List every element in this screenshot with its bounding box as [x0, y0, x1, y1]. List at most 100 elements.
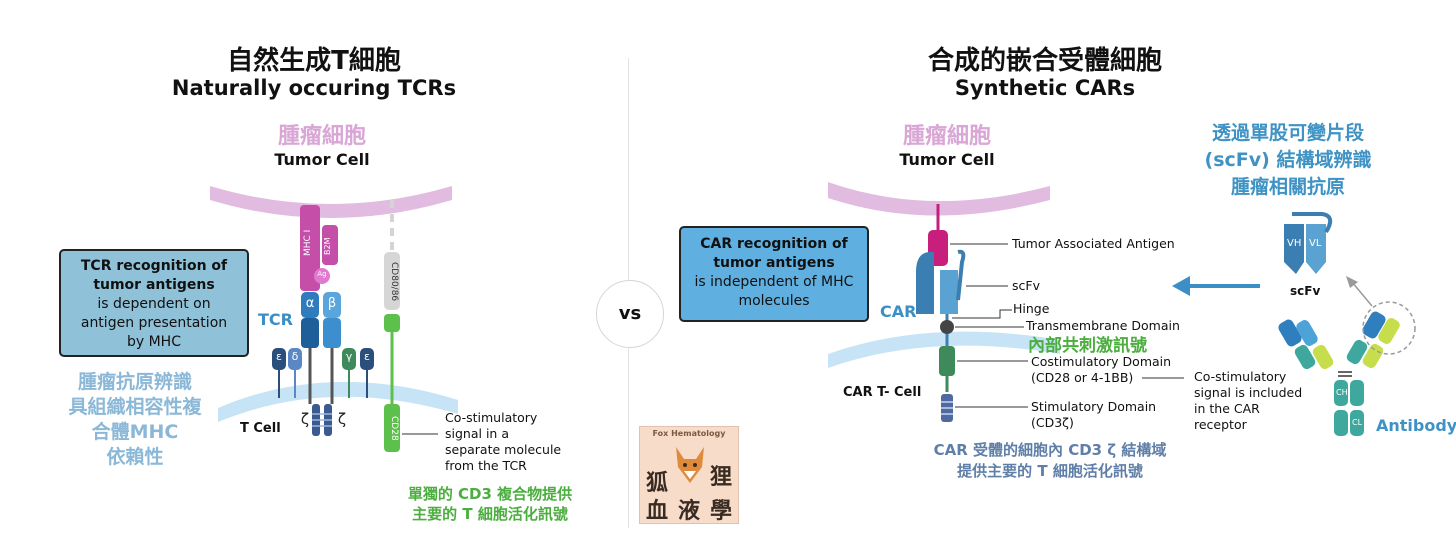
- cd28-tail: [384, 404, 400, 452]
- logo-char: 血: [646, 499, 669, 524]
- beta-label: β: [327, 296, 337, 311]
- tcell-label: T Cell: [240, 421, 281, 436]
- cd28-head: [384, 314, 400, 332]
- scfv-vh-label: VH: [1287, 238, 1302, 249]
- right-teal-note-line: 透過單股可變片段: [1211, 122, 1364, 144]
- cd3-epsilon-right: [360, 348, 374, 370]
- right-teal-note-line: 腫瘤相關抗原: [1230, 176, 1345, 198]
- cd3-epsilon-left: [272, 348, 286, 370]
- mhc-label: MHC I: [303, 229, 313, 257]
- tcr-box-line3: is dependent on: [97, 296, 211, 312]
- right-tumor-cell-cn: 腫瘤細胞: [902, 124, 991, 149]
- hinge-label: Hinge: [1013, 301, 1050, 316]
- right-teal-note: 透過單股可變片段 (scFv) 結構域辨識 腫瘤相關抗原: [1188, 120, 1388, 201]
- gamma-label: γ: [345, 350, 353, 363]
- antibody-ch-label: CH: [1336, 388, 1348, 397]
- right-costim-line: receptor: [1194, 417, 1247, 432]
- left-green-note-line: 單獨的 CD3 複合物提供: [407, 485, 573, 503]
- left-costim-note: Co-stimulatory signal in a separate mole…: [445, 410, 561, 474]
- cd3-delta: [288, 348, 302, 370]
- logo-char: 狸: [710, 465, 733, 490]
- stim-label: Stimulatory Domain (CD3ζ): [1031, 399, 1156, 431]
- left-title-en: Naturally occuring TCRs: [171, 76, 457, 100]
- cd3-gamma: [342, 348, 356, 370]
- fox-icon: [676, 447, 704, 483]
- left-blue-note-line: 依賴性: [106, 446, 164, 468]
- antibody-shape: [1278, 311, 1400, 436]
- scfv-right-shape: [940, 270, 958, 314]
- ag-shape: [314, 268, 330, 284]
- transmembrane-shape: [940, 320, 954, 334]
- right-title-cn: 合成的嵌合受體細胞: [927, 46, 1162, 76]
- b2m-label: B2M: [323, 237, 332, 255]
- right-tumor-cell-en: Tumor Cell: [899, 150, 995, 169]
- cd80-label: CD80/86: [389, 262, 399, 302]
- tm-label: Transmembrane Domain: [1026, 318, 1180, 333]
- logo-caption: Fox Hematology: [652, 429, 726, 438]
- beta-shape: [323, 292, 341, 318]
- left-costim-line: from the TCR: [445, 458, 527, 473]
- car-box-line4: molecules: [738, 293, 810, 309]
- car-recognition-box: CAR recognition of tumor antigens is ind…: [679, 226, 869, 322]
- right-tcell-membrane: [828, 331, 1060, 368]
- left-tumor-cell-cn: 腫瘤細胞: [277, 124, 366, 149]
- cd80-shape: [384, 252, 400, 310]
- b2m-shape: [322, 225, 338, 265]
- scfv-vl-label: VL: [1309, 238, 1322, 249]
- tcr-label: TCR: [258, 310, 293, 329]
- car-box-line2: tumor antigens: [713, 255, 835, 271]
- tcr-box-line5: by MHC: [126, 334, 181, 350]
- tcr-recognition-box: TCR recognition of tumor antigens is dep…: [59, 249, 249, 357]
- costim-domain-shape: [939, 346, 955, 376]
- antibody-label: Antibody: [1376, 416, 1456, 435]
- tcr-box-line4: antigen presentation: [80, 315, 228, 331]
- costim-label-line: Costimulatory Domain: [1031, 354, 1172, 369]
- zeta-left-label: ζ: [300, 410, 310, 428]
- zeta-right-label: ζ: [337, 410, 347, 428]
- alpha-shape: [301, 292, 319, 318]
- left-costim-line: Co-stimulatory: [445, 410, 538, 425]
- alpha-const-shape: [301, 318, 319, 348]
- left-green-note-line: 主要的 T 細胞活化訊號: [412, 505, 568, 523]
- left-costim-line: signal in a: [445, 426, 509, 441]
- mhc-i-shape: [300, 205, 320, 291]
- costim-label: Costimulatory Domain (CD28 or 4-1BB): [1031, 354, 1171, 386]
- taa-label: Tumor Associated Antigen: [1012, 236, 1175, 251]
- car-label: CAR: [880, 302, 917, 321]
- scfv-vh-shape: [1284, 224, 1304, 274]
- antibody-cl-label: CL: [1352, 418, 1363, 427]
- right-navy-note-line: CAR 受體的細胞內 CD3 ζ 結構域: [933, 441, 1167, 459]
- cart-label: CAR T- Cell: [843, 385, 922, 400]
- right-title-en: Synthetic CARs: [954, 76, 1136, 100]
- left-blue-note-line: 合體MHC: [91, 421, 179, 443]
- cd28-label: CD28: [389, 415, 399, 441]
- delta-label: δ: [291, 350, 299, 363]
- left-title-cn: 自然生成T細胞: [227, 46, 401, 76]
- left-tumor-membrane: [210, 186, 452, 218]
- scfv-vl-shape: [1306, 224, 1326, 274]
- logo-char: 液: [678, 499, 701, 524]
- right-costim-line: in the CAR: [1194, 401, 1260, 416]
- right-tumor-membrane: [828, 182, 1050, 216]
- scfv-domain-label: scFv: [1012, 278, 1040, 293]
- stim-label-sub: (CD3ζ): [1031, 415, 1074, 430]
- left-blue-note-line: 具組織相容性複: [68, 396, 202, 418]
- stim-label-line: Stimulatory Domain: [1031, 399, 1157, 414]
- left-blue-note: 腫瘤抗原辨識 具組織相容性複 合體MHC 依賴性: [40, 370, 230, 470]
- scfv-left-shape: [916, 251, 934, 314]
- alpha-label: α: [305, 296, 315, 311]
- antibody-highlight-circle: [1362, 301, 1416, 355]
- car-box-line3: is independent of MHC: [694, 274, 854, 290]
- tcr-box-line1: TCR recognition of: [80, 258, 228, 274]
- tcr-box-line2: tumor antigens: [93, 277, 215, 293]
- fox-hematology-logo: Fox Hematology 狐 狸 血 液 學: [639, 426, 739, 524]
- right-costim-note: Co-stimulatory signal is included in the…: [1194, 369, 1302, 433]
- costim-label-sub: (CD28 or 4-1BB): [1031, 370, 1134, 385]
- right-navy-note: CAR 受體的細胞內 CD3 ζ 結構域 提供主要的 T 細胞活化訊號: [900, 440, 1200, 482]
- right-teal-note-line: (scFv) 結構域辨識: [1204, 149, 1372, 171]
- ag-label: Ag: [317, 270, 327, 278]
- right-navy-note-line: 提供主要的 T 細胞活化訊號: [957, 462, 1143, 480]
- beta-const-shape: [323, 318, 341, 348]
- car-box-line1: CAR recognition of: [700, 236, 848, 252]
